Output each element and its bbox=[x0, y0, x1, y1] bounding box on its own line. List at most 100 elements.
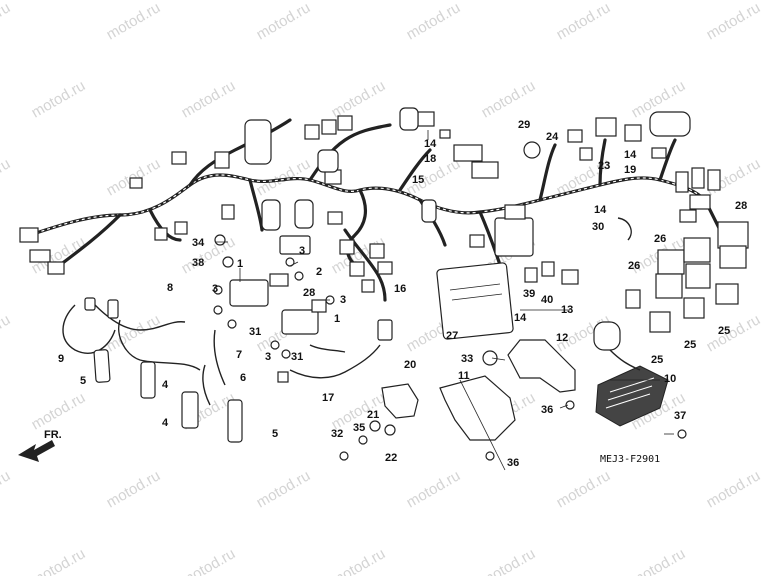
sub-harness bbox=[339, 228, 393, 302]
ignition-coils bbox=[244, 107, 691, 231]
callout-31: 31 bbox=[291, 351, 303, 363]
watermark-text: motod.ru bbox=[0, 311, 13, 355]
callout-28: 28 bbox=[303, 287, 315, 299]
callout-31: 31 bbox=[249, 326, 261, 338]
callout-4: 4 bbox=[162, 379, 169, 391]
watermark-text: motod.ru bbox=[329, 77, 389, 121]
callout-28: 28 bbox=[735, 200, 747, 212]
watermark-text: motod.ru bbox=[704, 467, 764, 511]
callout-26: 26 bbox=[654, 233, 666, 245]
callout-22: 22 bbox=[385, 452, 397, 464]
harness-connectors bbox=[19, 111, 721, 275]
watermark-text: motod.ru bbox=[329, 545, 389, 576]
watermark-text: motod.ru bbox=[104, 155, 164, 199]
watermark-text: motod.ru bbox=[554, 0, 614, 43]
front-direction-arrow: FR. bbox=[18, 429, 62, 462]
callout-30: 30 bbox=[592, 221, 604, 233]
callout-40: 40 bbox=[541, 294, 553, 306]
callout-19: 19 bbox=[624, 164, 636, 176]
watermark-text: motod.ru bbox=[104, 467, 164, 511]
callout-numbers: 1 1 2 3 3 3 3 4 4 5 5 6 7 8 9 10 11 12 1… bbox=[58, 119, 747, 469]
spark-units bbox=[213, 234, 335, 359]
watermark-text: motod.ru bbox=[179, 233, 239, 277]
callout-14: 14 bbox=[594, 204, 607, 216]
callout-15: 15 bbox=[412, 174, 424, 186]
callout-27: 27 bbox=[446, 330, 458, 342]
watermark-text: motod.ru bbox=[29, 545, 89, 576]
callout-14: 14 bbox=[624, 149, 637, 161]
relay-blocks bbox=[649, 221, 749, 333]
callout-32: 32 bbox=[331, 428, 343, 440]
diagram-code: MEJ3-F2901 bbox=[600, 454, 660, 465]
callout-18: 18 bbox=[424, 153, 436, 165]
watermark-text: motod.ru bbox=[704, 0, 764, 43]
callout-36: 36 bbox=[541, 404, 553, 416]
callout-35: 35 bbox=[353, 422, 365, 434]
spark-plug-leads bbox=[62, 297, 243, 443]
callout-8: 8 bbox=[167, 282, 173, 294]
callout-20: 20 bbox=[404, 359, 416, 371]
watermark-text: motod.ru bbox=[479, 545, 539, 576]
callout-7: 7 bbox=[236, 349, 242, 361]
callout-16: 16 bbox=[394, 283, 406, 295]
callout-38: 38 bbox=[192, 257, 204, 269]
watermark-text: motod.ru bbox=[704, 311, 764, 355]
callout-39: 39 bbox=[523, 288, 535, 300]
watermark-text: motod.ru bbox=[104, 0, 164, 43]
watermark-text: motod.ru bbox=[404, 0, 464, 43]
watermark-text: motod.ru bbox=[254, 467, 314, 511]
callout-3: 3 bbox=[212, 283, 218, 295]
watermark-text: motod.ru bbox=[0, 0, 13, 43]
watermark-text: motod.ru bbox=[479, 77, 539, 121]
watermark-text: motod.ru bbox=[554, 467, 614, 511]
brackets-and-cover bbox=[339, 339, 687, 461]
top-right-parts bbox=[523, 117, 642, 241]
watermark-text: motod.ru bbox=[254, 0, 314, 43]
direction-label: FR. bbox=[44, 429, 62, 441]
leader-lines bbox=[215, 130, 674, 471]
callout-3: 3 bbox=[299, 245, 305, 257]
callout-25: 25 bbox=[651, 354, 663, 366]
callout-9: 9 bbox=[58, 353, 64, 365]
callout-3: 3 bbox=[340, 294, 346, 306]
callout-1: 1 bbox=[334, 313, 340, 325]
watermark-text: motod.ru bbox=[0, 467, 13, 511]
callout-3: 3 bbox=[265, 351, 271, 363]
callout-4: 4 bbox=[162, 417, 169, 429]
callout-24: 24 bbox=[546, 131, 559, 143]
sensor-wire bbox=[277, 319, 393, 383]
callout-25: 25 bbox=[684, 339, 696, 351]
callout-37: 37 bbox=[674, 410, 686, 422]
callout-21: 21 bbox=[367, 409, 379, 421]
watermark-text: motod.ru bbox=[179, 77, 239, 121]
watermark-text: motod.ru bbox=[629, 545, 689, 576]
callout-6: 6 bbox=[240, 372, 246, 384]
callout-11: 11 bbox=[458, 370, 470, 382]
callout-2: 2 bbox=[316, 266, 322, 278]
callout-14: 14 bbox=[514, 312, 527, 324]
callout-1: 1 bbox=[237, 258, 243, 270]
callout-13: 13 bbox=[561, 304, 573, 316]
watermark-text: motod.ru bbox=[29, 77, 89, 121]
callout-5: 5 bbox=[80, 375, 86, 387]
small-relays bbox=[524, 261, 579, 285]
callout-17: 17 bbox=[322, 392, 334, 404]
regulator-rectifier bbox=[593, 289, 669, 427]
watermark-text: motod.ru bbox=[29, 389, 89, 433]
callout-25: 25 bbox=[718, 325, 730, 337]
callout-10: 10 bbox=[664, 373, 676, 385]
callout-26: 26 bbox=[628, 260, 640, 272]
callout-14: 14 bbox=[424, 138, 437, 150]
watermark-text: motod.ru bbox=[404, 467, 464, 511]
watermark-text: motod.ru bbox=[179, 545, 239, 576]
callout-34: 34 bbox=[192, 237, 205, 249]
callout-36: 36 bbox=[507, 457, 519, 469]
callout-23: 23 bbox=[598, 160, 610, 172]
callout-33: 33 bbox=[461, 353, 473, 365]
callout-5: 5 bbox=[272, 428, 278, 440]
watermark-text: motod.ru bbox=[0, 155, 13, 199]
callout-12: 12 bbox=[556, 332, 568, 344]
callout-29: 29 bbox=[518, 119, 530, 131]
ecu-unit bbox=[436, 204, 534, 340]
